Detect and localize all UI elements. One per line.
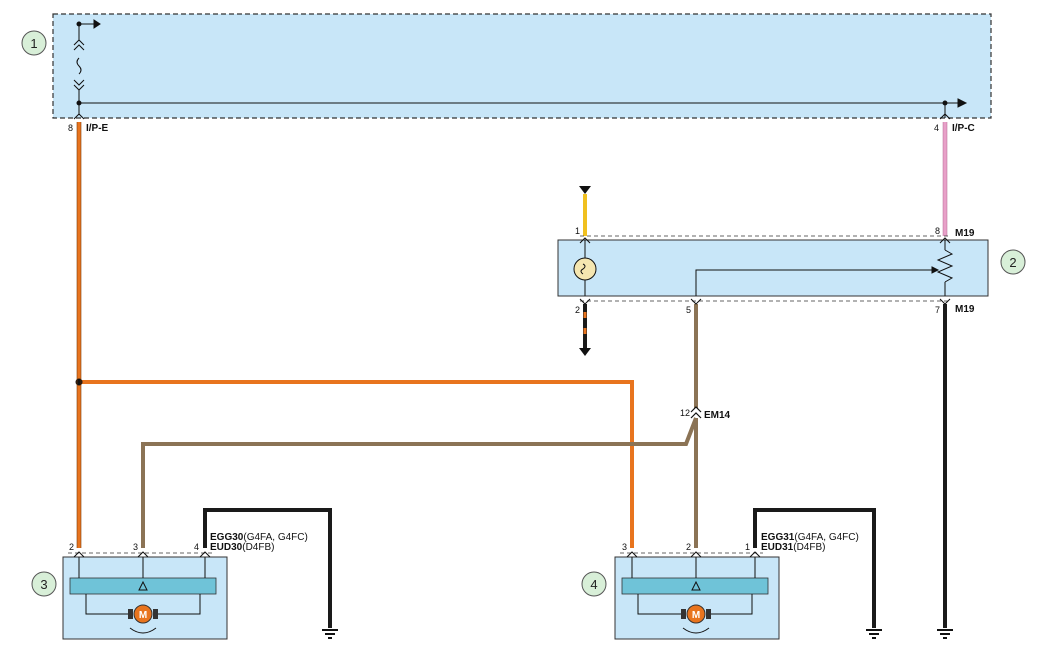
wire-pink xyxy=(942,122,948,236)
label-m19-bottom: M19 xyxy=(955,304,975,315)
pin-right-2: 2 xyxy=(686,542,691,552)
svg-text:M: M xyxy=(139,610,147,621)
label-ipc: I/P-C xyxy=(952,123,975,134)
component-4-internals xyxy=(626,551,761,634)
motor-icon-right: M xyxy=(681,604,711,624)
pin-m19-2: 2 xyxy=(575,305,580,315)
component-3-bar xyxy=(69,577,217,595)
junction-box-1 xyxy=(52,13,992,119)
component-3-box xyxy=(62,556,228,640)
pin-m19-5: 5 xyxy=(686,305,691,315)
ground-symbol-left xyxy=(322,629,338,639)
pin-right-1: 1 xyxy=(745,542,750,552)
callout-2: 2 xyxy=(1000,249,1026,275)
component-2-internals xyxy=(573,237,954,305)
wire-yellow xyxy=(579,186,591,236)
svg-text:3: 3 xyxy=(40,577,47,592)
svg-text:2: 2 xyxy=(1009,255,1016,270)
label-eud30: EUD30(D4FB) xyxy=(210,542,274,553)
ground-symbol-mid xyxy=(866,629,882,639)
component-4-box xyxy=(614,556,780,640)
wire-brown xyxy=(141,304,698,548)
component-4-bar xyxy=(621,577,769,595)
label-egg31: EGG31(G4FA, G4FC) xyxy=(761,532,859,543)
splice-orange xyxy=(75,378,83,386)
pin-left-4: 4 xyxy=(194,542,199,552)
callout-4: 4 xyxy=(581,571,607,597)
pin-em14: 12 xyxy=(680,408,690,418)
ground-symbol-right xyxy=(937,629,953,639)
callout-1: 1 xyxy=(21,30,47,56)
wire-black-left xyxy=(203,508,332,628)
pin-m19-1: 1 xyxy=(575,226,580,236)
wire-black-right xyxy=(753,508,876,628)
pin-m19-7: 7 xyxy=(935,305,940,315)
label-eud31: EUD31(D4FB) xyxy=(761,542,825,553)
svg-text:1: 1 xyxy=(30,36,37,51)
svg-text:M: M xyxy=(692,610,700,621)
wire-black-orange xyxy=(579,304,591,356)
label-em14: EM14 xyxy=(704,410,731,421)
svg-text:4: 4 xyxy=(590,577,597,592)
junction-box-internals xyxy=(73,19,968,120)
pin-ipc: 4 xyxy=(934,123,939,133)
pin-m19-8: 8 xyxy=(935,226,940,236)
connector-em14 xyxy=(690,406,702,419)
pin-left-2: 2 xyxy=(69,542,74,552)
pin-left-3: 3 xyxy=(133,542,138,552)
callout-3: 3 xyxy=(31,571,57,597)
component-2-box xyxy=(557,239,989,297)
label-ipe: I/P-E xyxy=(86,123,109,134)
pin-right-3: 3 xyxy=(622,542,627,552)
motor-icon-left: M xyxy=(128,604,158,624)
label-egg30: EGG30(G4FA, G4FC) xyxy=(210,532,308,543)
pin-ipe: 8 xyxy=(68,123,73,133)
component-3-internals xyxy=(73,551,211,634)
label-m19-top: M19 xyxy=(955,228,975,239)
wire-orange xyxy=(77,122,634,548)
